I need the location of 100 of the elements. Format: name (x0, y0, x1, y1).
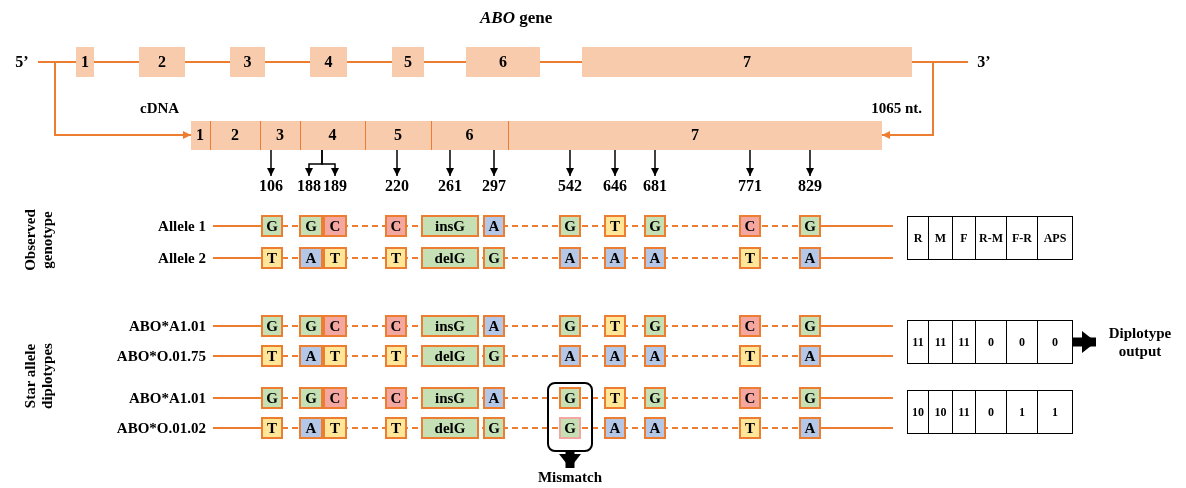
nucleotide-box: G (644, 315, 666, 337)
nucleotide-box: A (483, 387, 505, 409)
score-value: 0 (1007, 321, 1038, 363)
position-label: 771 (732, 176, 768, 196)
connector-line (423, 61, 467, 63)
score-header: R (908, 217, 929, 259)
nucleotide-box: delG (421, 345, 479, 367)
nucleotide-box: A (644, 345, 666, 367)
nucleotide-box: G (559, 215, 581, 237)
score-header: F (953, 217, 976, 259)
nucleotide-box: A (644, 247, 666, 269)
nucleotide-box: A (604, 345, 626, 367)
score-table (907, 320, 1073, 364)
nucleotide-box: G (559, 315, 581, 337)
nucleotide-box: A (483, 315, 505, 337)
nucleotide-box: G (644, 215, 666, 237)
score-header: APS (1042, 229, 1068, 247)
nucleotide-box: G (799, 215, 821, 237)
nucleotide-box: G (559, 417, 581, 439)
nucleotide-box: T (604, 315, 626, 337)
nucleotide-box: G (799, 315, 821, 337)
exon-box: 4 (310, 47, 347, 77)
row-label: ABO*A1.01 (127, 316, 206, 336)
position-label: 829 (792, 176, 828, 196)
nucleotide-box: T (261, 247, 283, 269)
score-header: F-R (1007, 217, 1038, 259)
arrow (393, 149, 401, 177)
connector-line (346, 61, 393, 63)
nucleotide-box: G (261, 215, 283, 237)
score-value: 1 (1051, 403, 1059, 421)
nucleotide-box: T (739, 417, 761, 439)
section-label: Star allele diplotypes (22, 342, 57, 411)
nucleotide-box: G (261, 315, 283, 337)
nucleotide-box: A (299, 247, 323, 269)
row-label: Allele 1 (157, 216, 206, 236)
exon-box: 6 (466, 47, 540, 77)
score-value: 1 (1007, 391, 1038, 433)
arrow (559, 452, 581, 468)
nucleotide-box: T (261, 417, 283, 439)
row-label: ABO*O.01.75 (115, 346, 206, 366)
nucleotide-box: insG (421, 315, 479, 337)
exon-segment: 6 (431, 120, 509, 150)
exon-box: 7 (582, 47, 912, 77)
arrow (1073, 331, 1096, 353)
exon-segment: 5 (365, 120, 432, 150)
arrow (611, 149, 619, 177)
nucleotide-box: G (483, 345, 505, 367)
nucleotide-box: G (483, 417, 505, 439)
position-label: 646 (597, 176, 633, 196)
nucleotide-box: T (604, 215, 626, 237)
arrow (806, 149, 814, 177)
exon-box: 3 (230, 47, 265, 77)
nucleotide-box: T (739, 345, 761, 367)
nucleotide-box: C (323, 315, 347, 337)
nucleotide-box: T (323, 417, 347, 439)
arrow (446, 149, 454, 177)
score-value: 0 (976, 391, 1007, 433)
arrow (651, 149, 659, 177)
mismatch-label: Mismatch (525, 468, 615, 486)
score-value: 11 (908, 321, 929, 363)
arrow (267, 149, 275, 177)
nucleotide-box: G (644, 387, 666, 409)
nucleotide-box: delG (421, 417, 479, 439)
nucleotide-box: T (604, 387, 626, 409)
nucleotide-box: T (385, 345, 407, 367)
nucleotide-box: G (559, 387, 581, 409)
nucleotide-box: T (385, 247, 407, 269)
score-value: 0 (976, 321, 1007, 363)
nucleotide-box: A (559, 247, 581, 269)
exon-box: 2 (139, 47, 185, 77)
nucleotide-box: T (385, 417, 407, 439)
score-header: R-M (976, 217, 1007, 259)
nucleotide-box: insG (421, 215, 479, 237)
position-label: 220 (379, 176, 415, 196)
connector-line (184, 61, 231, 63)
nucleotide-box: insG (421, 387, 479, 409)
diagram-title: ABO gene (480, 8, 553, 28)
nucleotide-box: G (799, 387, 821, 409)
nucleotide-box: C (739, 315, 761, 337)
nucleotide-box: A (299, 417, 323, 439)
exon-segment: 1 (190, 120, 211, 150)
exon-segment: 2 (210, 120, 261, 150)
nucleotide-box: C (323, 215, 347, 237)
connector-line (93, 61, 140, 63)
output-label: Diplotype output (1096, 320, 1184, 364)
exon-segment: 7 (508, 120, 882, 150)
nucleotide-box: G (483, 247, 505, 269)
arrow (566, 149, 574, 177)
exon-segment: 4 (300, 120, 366, 150)
strand-end-label: 3’ (968, 52, 1000, 72)
strand-end-label: 5’ (6, 52, 38, 72)
position-label: 297 (476, 176, 512, 196)
score-table (907, 390, 1073, 434)
position-label: 106 (253, 176, 289, 196)
score-header: M (929, 217, 953, 259)
score-value: 10 (908, 391, 929, 433)
nucleotide-box: A (799, 345, 821, 367)
exon-box: 1 (76, 47, 94, 77)
connector-line (264, 61, 311, 63)
cdna-label: cDNA (140, 100, 180, 117)
